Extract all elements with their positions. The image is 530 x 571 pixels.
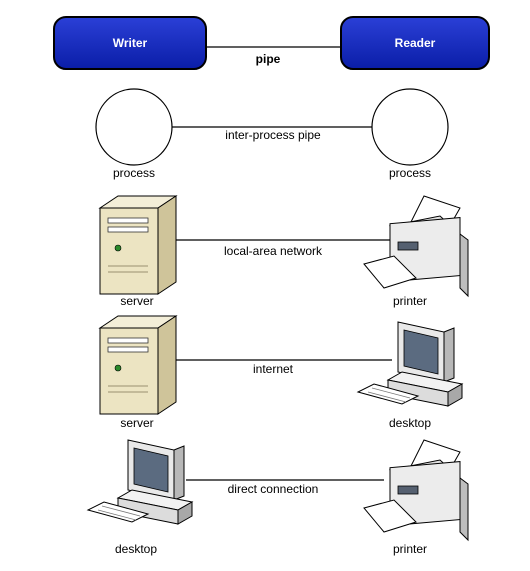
- row4-right-label: desktop: [388, 416, 432, 430]
- writer-label: Writer: [112, 36, 148, 50]
- process-left-label: process: [112, 166, 156, 180]
- process-right-label: process: [388, 166, 432, 180]
- reader-box: Reader: [340, 16, 490, 70]
- internet-label: internet: [252, 362, 294, 376]
- reader-label: Reader: [394, 36, 436, 50]
- lan-label: local-area network: [223, 244, 323, 258]
- row5-right-label: printer: [392, 542, 428, 556]
- inter-process-label: inter-process pipe: [225, 128, 321, 142]
- row3-left-label: server: [120, 294, 154, 308]
- row4-left-label: server: [120, 416, 154, 430]
- row3-right-label: printer: [392, 294, 428, 308]
- pipe-label: pipe: [255, 52, 281, 66]
- direct-connection-label: direct connection: [227, 482, 319, 496]
- row5-left-label: desktop: [114, 542, 158, 556]
- writer-box: Writer: [53, 16, 207, 70]
